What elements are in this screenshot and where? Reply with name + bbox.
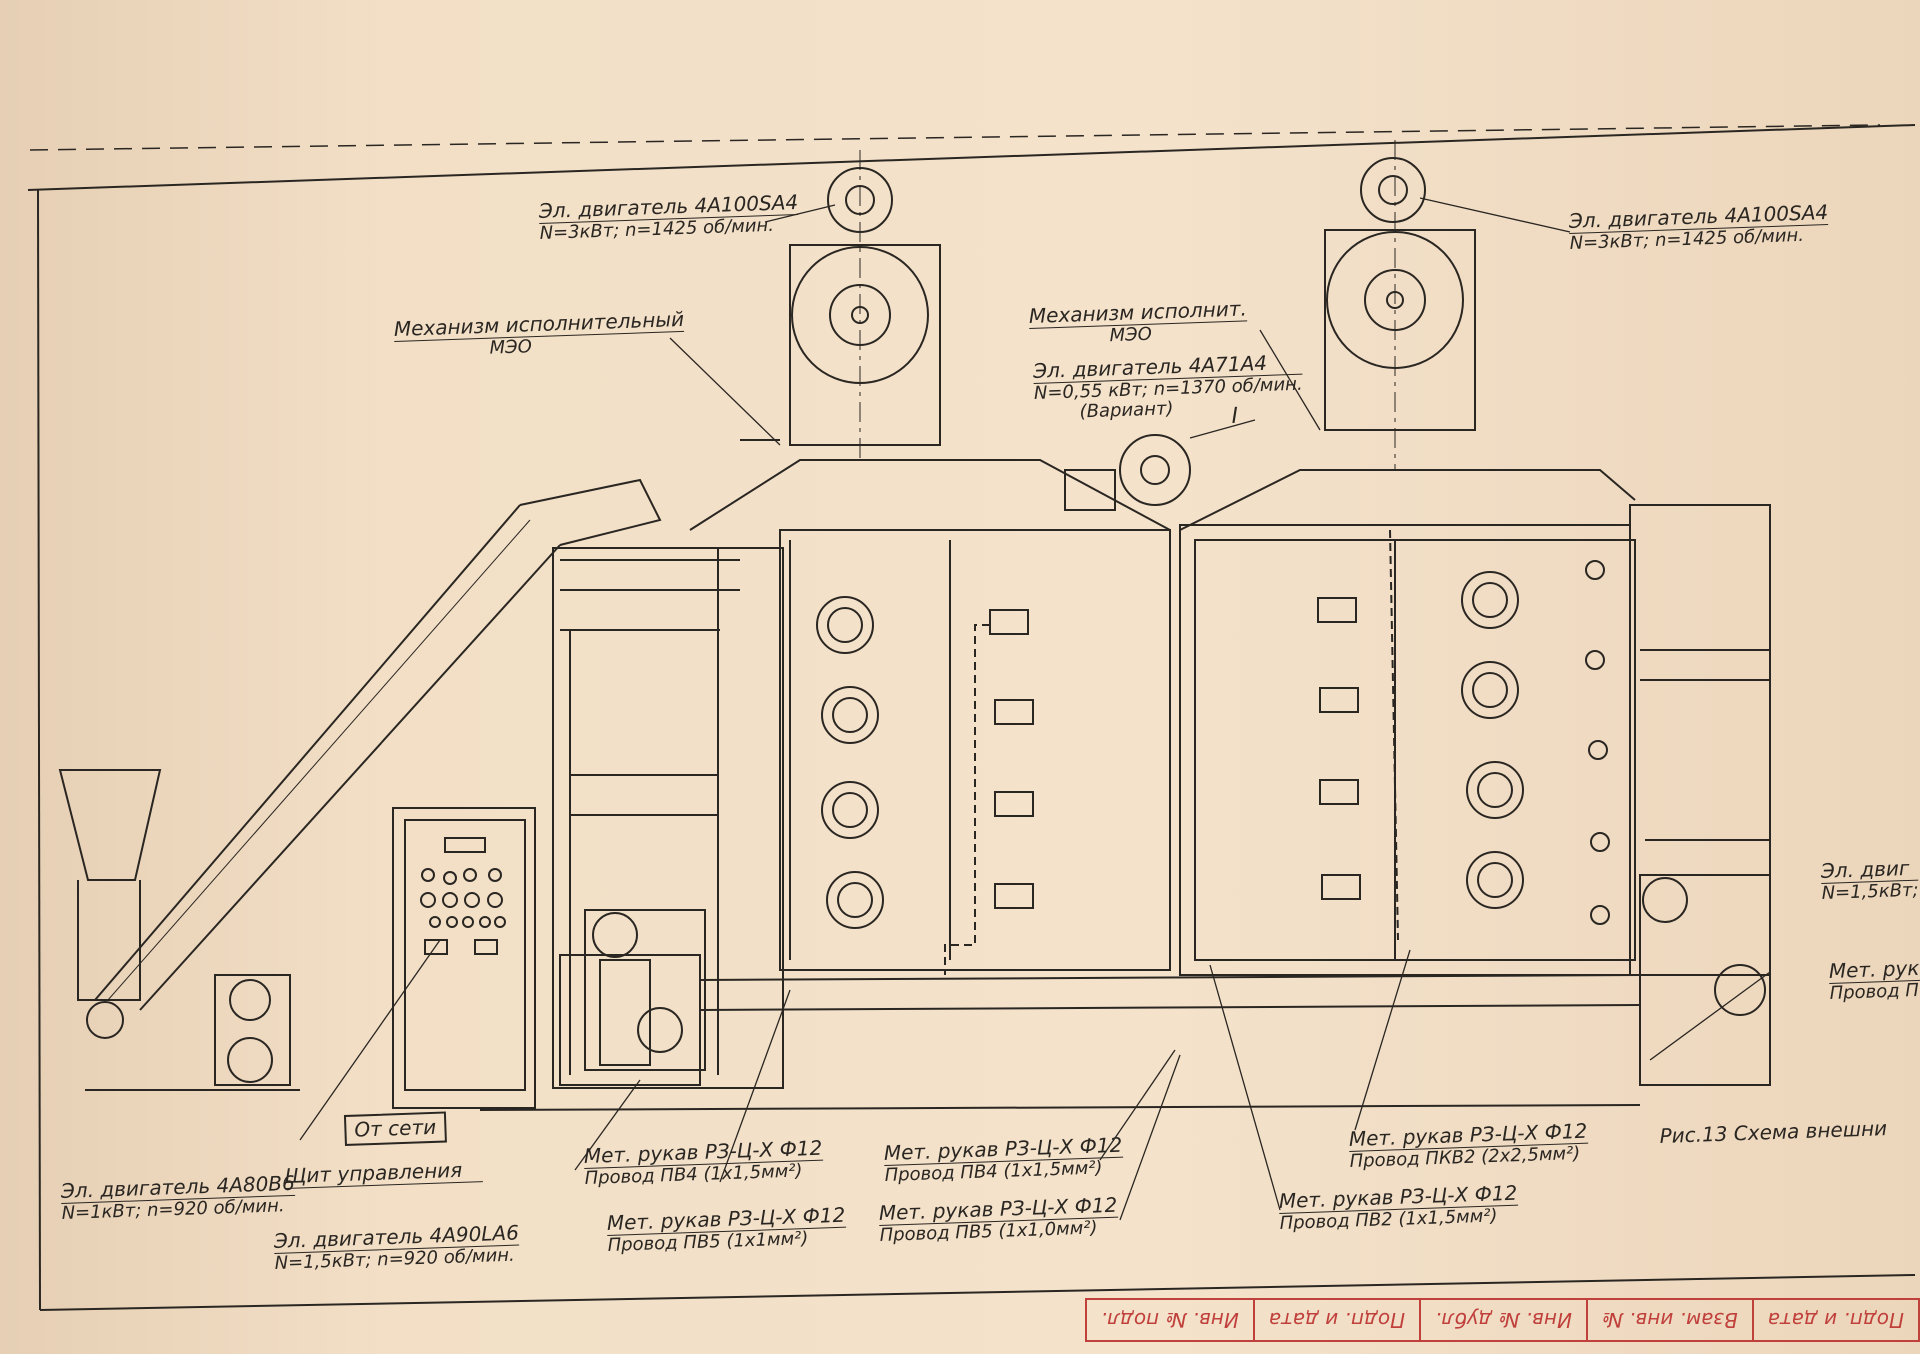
label-hose-1: Мет. рукав РЗ-Ц-Х Ф12 Провод ПВ4 (1х1,5м… [583, 1135, 823, 1189]
label-motor-top-right: Эл. двигатель 4А100SА4 N=3кВт; n=1425 об… [1568, 199, 1829, 254]
incline-conveyor [58, 478, 662, 1091]
label-hose-5: Мет. рукав РЗ-Ц-Х Ф12 Провод ПВ2 (1х1,5м… [1278, 1180, 1518, 1234]
label-motor-right-edge: Эл. двиг N=1,5кВт; [1820, 855, 1919, 904]
label-roman-one: I [1231, 403, 1239, 430]
fan-unit-left [789, 150, 941, 460]
label-hose-6: Мет. рукав РЗ-Ц-Х Ф12 Провод ПКВ2 (2х2,5… [1348, 1118, 1588, 1172]
machine-base [479, 874, 1771, 1111]
stamp-cell-4: Подп. и дата [1252, 1298, 1422, 1342]
label-motor-middle: Эл. двигатель 4А71А4 N=0,55 кВт; n=1370 … [1032, 350, 1303, 423]
dryer-section-left [689, 439, 1171, 975]
stamp-cell-2: Взам. инв. № [1585, 1298, 1754, 1342]
label-motor-bottom-left: Эл. двигатель 4А80В6 N=1кВт; n=920 об/ми… [60, 1170, 296, 1224]
leader-lines [299, 197, 1771, 1221]
control-cabinet [392, 807, 536, 1109]
fan-unit-right [1324, 140, 1476, 470]
label-hose-3: Мет. рукав РЗ-Ц-Х Ф12 Провод ПВ4 (1х1,5м… [883, 1132, 1123, 1186]
stamp-cell-3: Инв. № дубл. [1419, 1298, 1588, 1342]
small-motor-middle [1064, 434, 1191, 511]
label-from-network: От сети [343, 1111, 447, 1146]
label-hose-4: Мет. рукав РЗ-Ц-Х Ф12 Провод ПВ5 (1х1,0м… [878, 1192, 1118, 1246]
left-frame-structure [552, 547, 784, 1089]
stamp-cell-1: Подп. и дата [1751, 1298, 1920, 1342]
drawing-frame [27, 124, 1916, 1311]
stamp-cell-5: Инв. № подл. [1084, 1298, 1255, 1342]
dryer-section-right [1179, 469, 1771, 976]
label-motor-top-left: Эл. двигатель 4А100SА4 N=3кВт; n=1425 об… [538, 189, 799, 244]
title-block-stamp: Подп. и датаВзам. инв. №Инв. № дубл.Подп… [940, 1296, 1920, 1342]
label-motor-bottom: Эл. двигатель 4А90LА6 N=1,5кВт; n=920 об… [273, 1220, 520, 1274]
label-mechanism-right: Механизм исполнит. МЭО [1028, 296, 1248, 347]
label-hose-right-edge: Мет. рук Провод П [1828, 955, 1920, 1004]
label-hose-2: Мет. рукав РЗ-Ц-Х Ф12 Провод ПВ5 (1х1мм²… [606, 1202, 846, 1256]
